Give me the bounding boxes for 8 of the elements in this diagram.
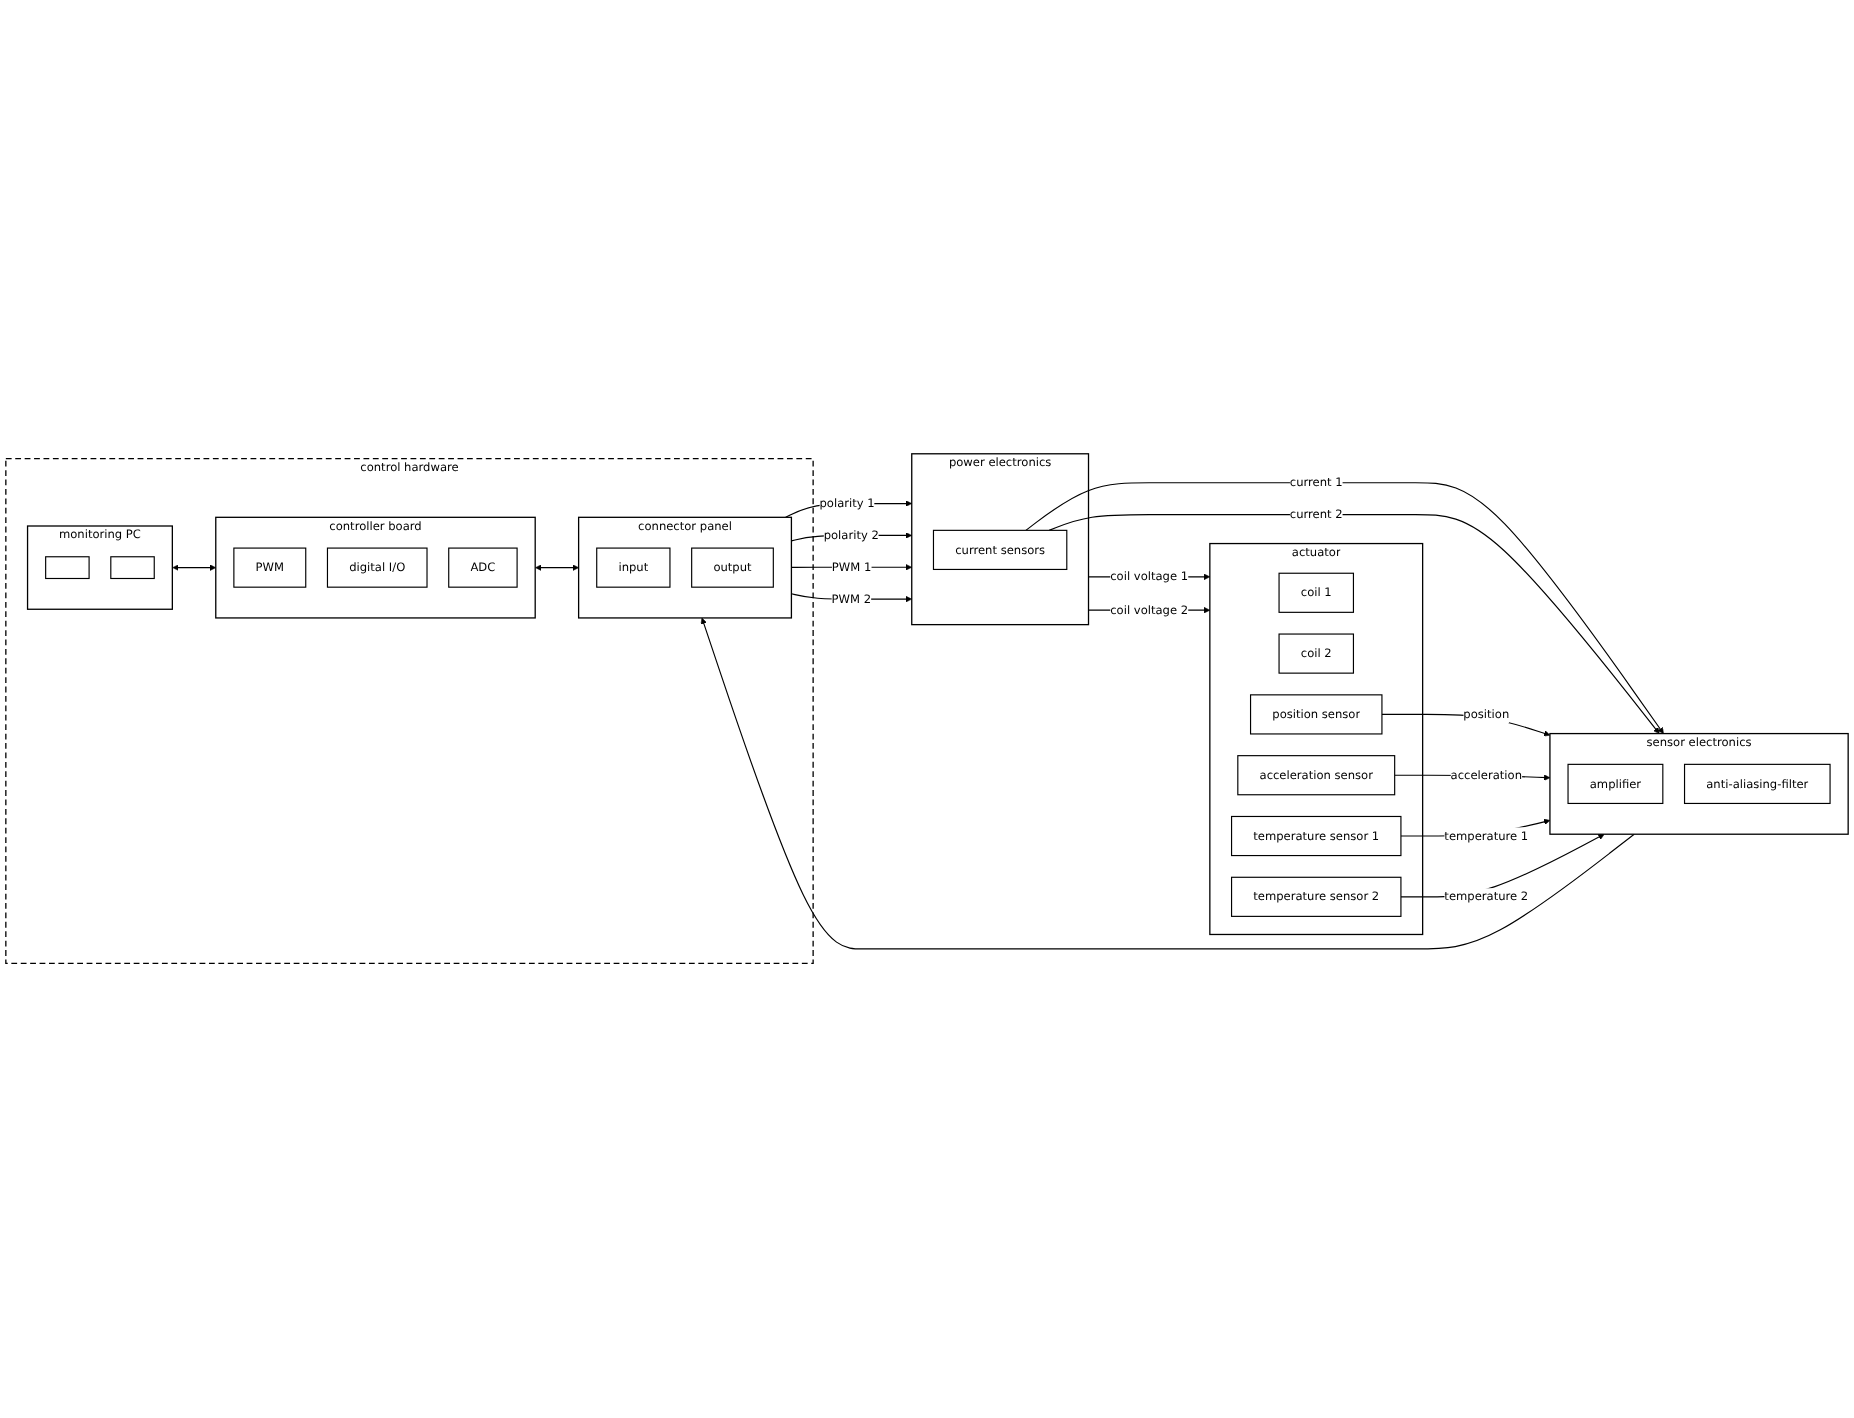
arrow — [172, 564, 217, 572]
arrow — [1048, 514, 1660, 735]
arrow — [535, 564, 579, 572]
node-box — [45, 556, 90, 580]
node-box — [110, 556, 155, 580]
arrow — [1381, 714, 1551, 737]
arrow — [700, 618, 1635, 950]
arrow — [1025, 482, 1664, 735]
